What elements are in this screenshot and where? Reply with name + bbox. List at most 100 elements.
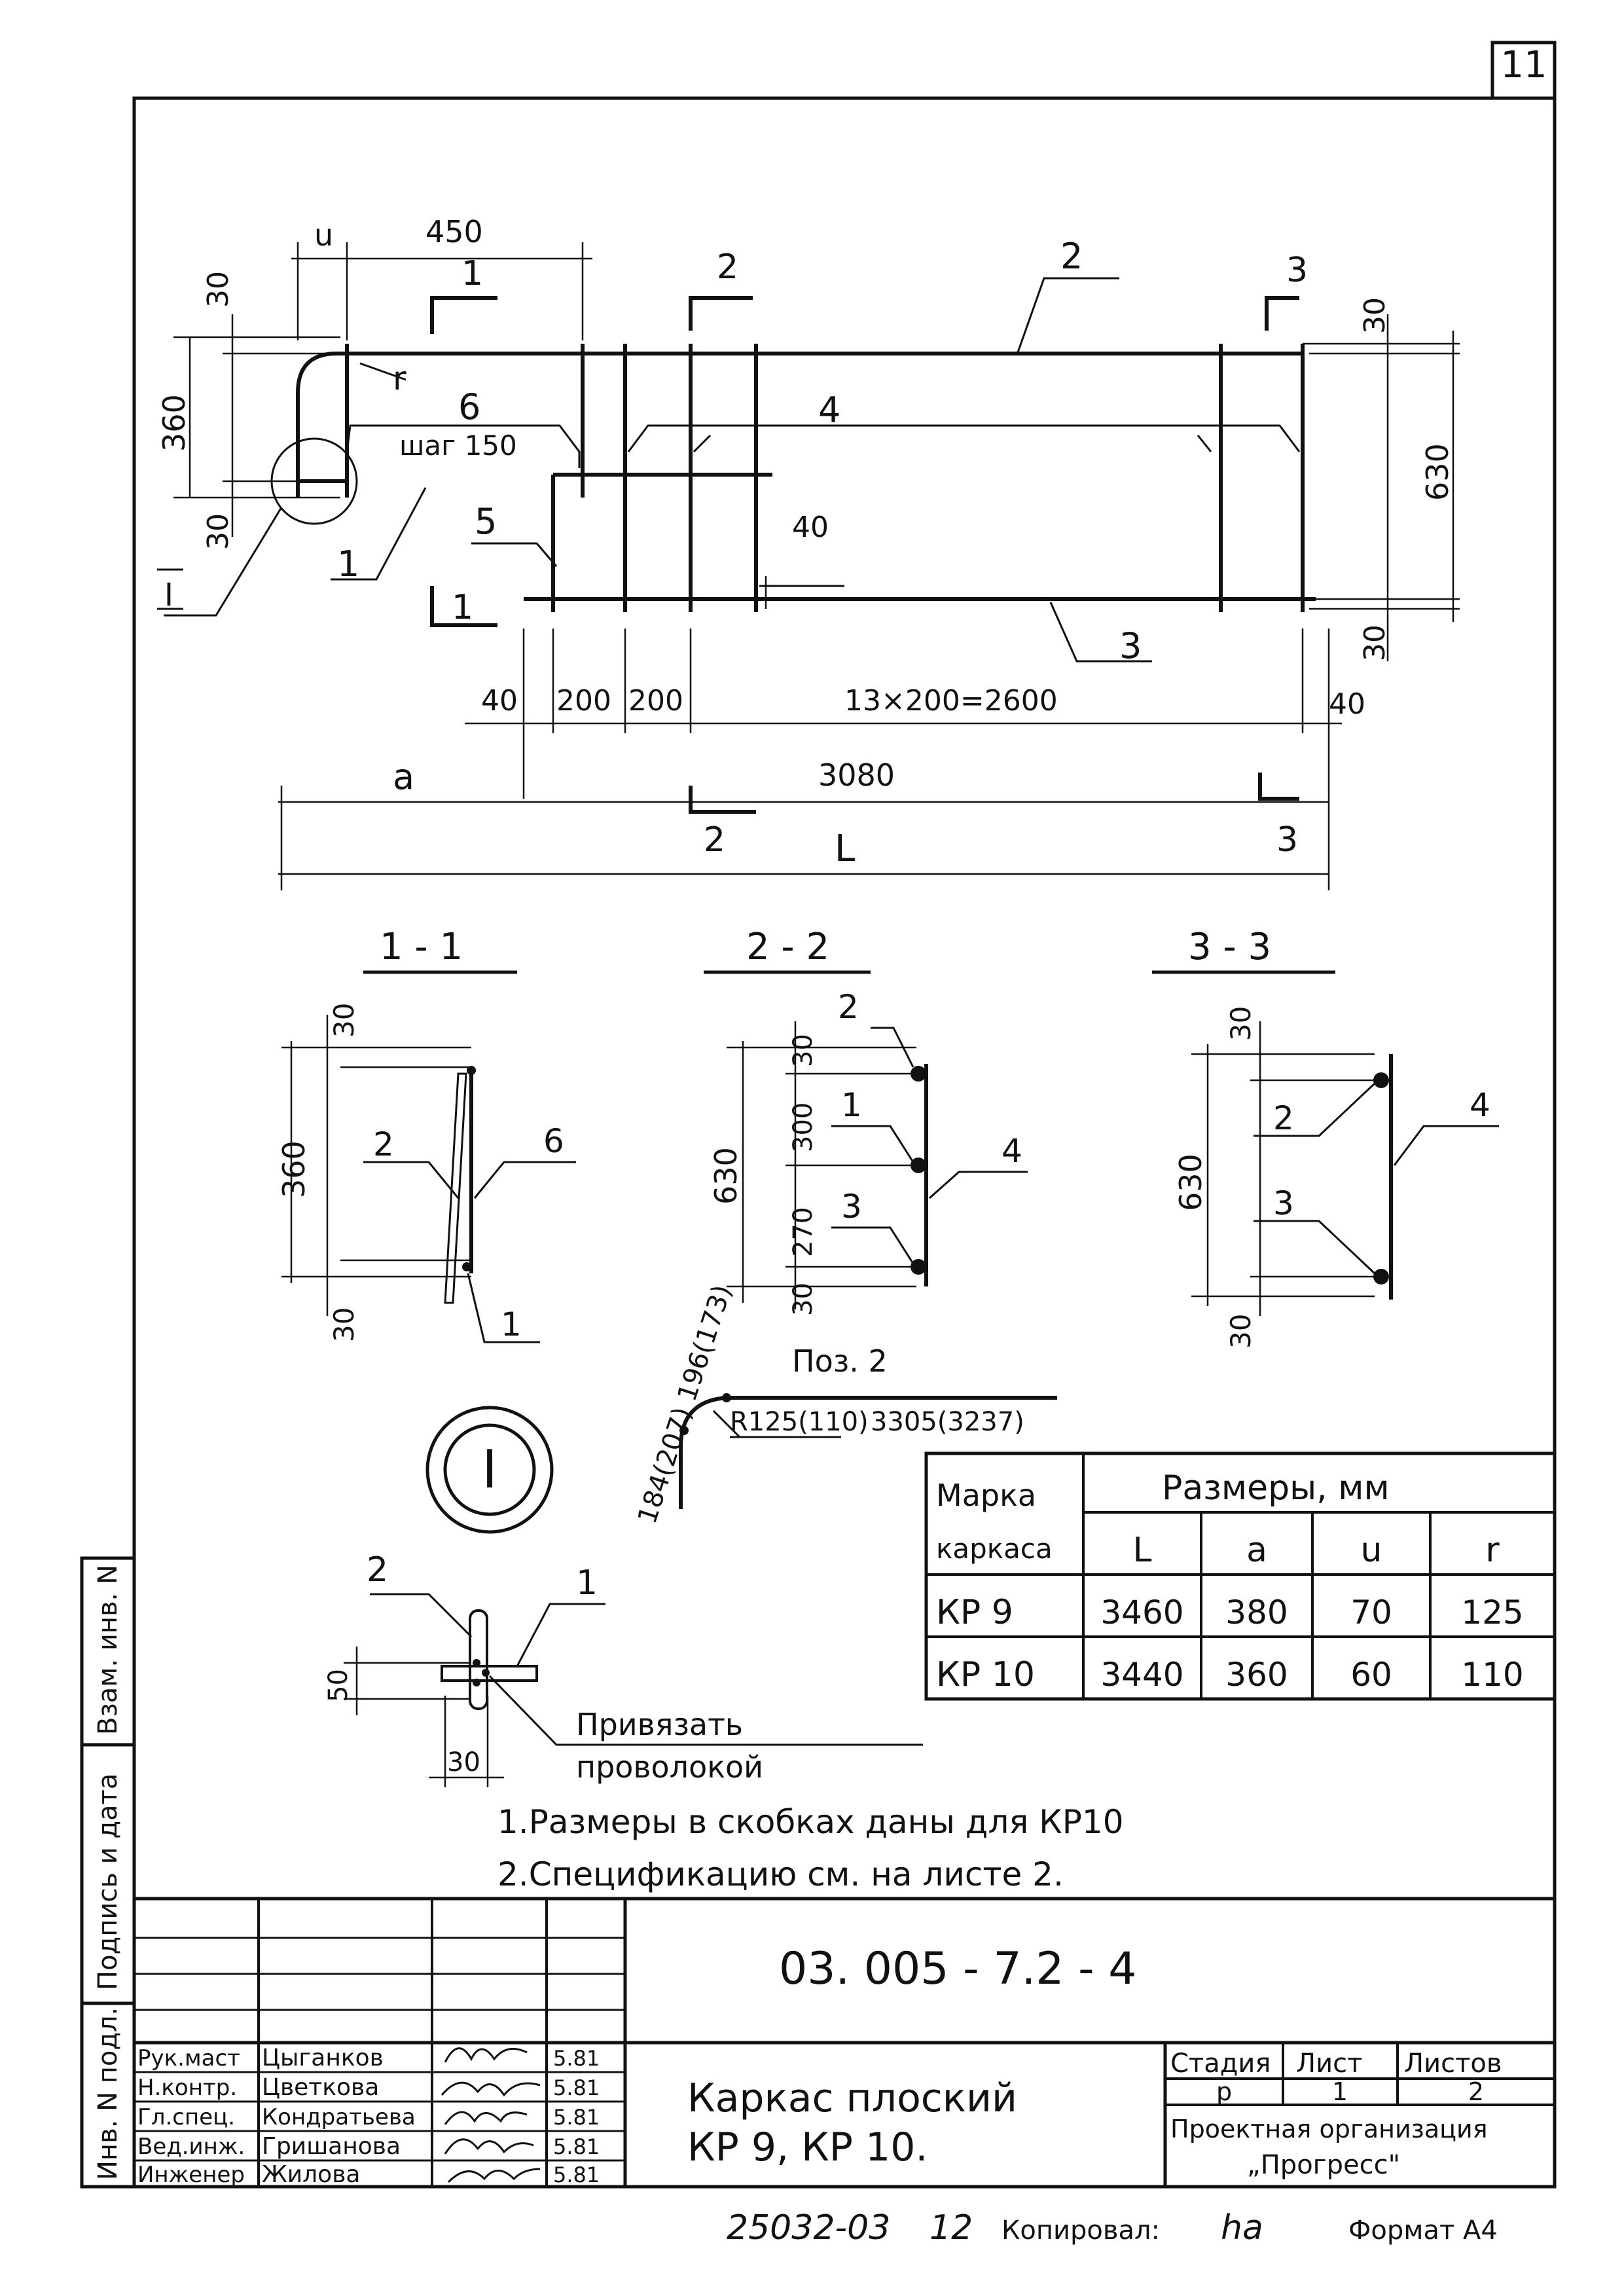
s22-dim-270: 270: [788, 1207, 818, 1257]
detail-i-outer-circle: [425, 1406, 554, 1534]
detail-i-mark: I: [164, 577, 173, 613]
signature-4: [444, 2138, 534, 2155]
person-5-name: Жилова: [262, 2161, 361, 2188]
sheets-value: 2: [1468, 2077, 1484, 2106]
s11-pos2: 2: [373, 1125, 394, 1163]
table-header-mark-a: Марка: [936, 1478, 1036, 1513]
s22-pos1: 1: [841, 1086, 862, 1124]
footer-page: 12: [929, 2208, 973, 2248]
org-line1: Проектная организация: [1170, 2115, 1488, 2143]
person-2-name: Цветкова: [262, 2074, 379, 2101]
table-subheader-a: a: [1246, 1531, 1267, 1570]
sheets-label: Листов: [1404, 2049, 1502, 2079]
title-line1: Каркас плоский: [687, 2075, 1017, 2121]
stage-label: Стадия: [1170, 2049, 1271, 2079]
detail-i-inner-circle: [443, 1423, 536, 1516]
stamp-podpis: Подпись и дата: [93, 1774, 123, 1990]
dim-200-a: 200: [556, 684, 611, 718]
table-row1-mark: КР 9: [936, 1593, 1013, 1632]
person-5-date: 5.81: [553, 2162, 600, 2187]
sheet-label: Лист: [1296, 2049, 1362, 2079]
title-block-code: 03. 005 - 7.2 - 4: [779, 1943, 1137, 1995]
section-mark-3-bottom: 3: [1276, 820, 1298, 860]
table-subheader-L: L: [1133, 1531, 1152, 1570]
footer-copier: ha: [1221, 2208, 1263, 2248]
detail-i: I 2 1 50 30 Привязать проволокой: [323, 1406, 923, 1787]
table-row2-u: 60: [1350, 1656, 1392, 1694]
label-pos5: 5: [475, 501, 497, 542]
dim-40-mid: 40: [792, 511, 829, 544]
table-subheader-u: u: [1361, 1531, 1382, 1570]
s11-dim-30a: 30: [328, 1003, 360, 1038]
section-1-1-title: 1 - 1: [380, 926, 463, 968]
person-4-date: 5.81: [553, 2134, 600, 2159]
side-stamp: Взам. инв. N Подпись и дата Инв. N подл.: [80, 1556, 134, 2189]
sheet-value: 1: [1332, 2077, 1348, 2106]
dim-30-right-top: 30: [1358, 297, 1392, 334]
pos2-length: 3305(3237): [871, 1407, 1024, 1437]
footer-doc: 25032-03: [727, 2208, 890, 2248]
person-2-role: Н.контр.: [137, 2075, 237, 2101]
label-pos6: 6: [458, 386, 480, 428]
section-mark-1-top: 1: [461, 254, 483, 293]
dim-200-b: 200: [628, 684, 683, 718]
label-r: r: [393, 359, 406, 397]
s33-pos2: 2: [1273, 1099, 1294, 1137]
dim-630: 630: [1420, 443, 1455, 501]
table-row2-mark: КР 10: [936, 1655, 1035, 1694]
person-4-name: Гришанова: [262, 2133, 401, 2160]
person-1-role: Рук.маст: [137, 2045, 240, 2071]
note-1: 1.Размеры в скобках даны для КР10: [497, 1803, 1124, 1841]
table-header-group: Размеры, мм: [1162, 1468, 1390, 1508]
stamp-inv: Инв. N подл.: [93, 2007, 123, 2180]
label-pos4: 4: [818, 390, 840, 431]
footer-copied-label: Копировал:: [1001, 2215, 1160, 2246]
stamp-vzam: Взам. инв. N: [93, 1565, 123, 1735]
section-mark-1-bottom: 1: [452, 588, 473, 627]
dim-450: 450: [425, 214, 483, 249]
title-block: 03. 005 - 7.2 - 4 Каркас плоский КР 9, К…: [134, 1897, 1555, 2188]
dim-40-right: 40: [1329, 687, 1365, 721]
section-mark-2-top: 2: [717, 247, 738, 287]
title-line2: КР 9, КР 10.: [687, 2124, 928, 2170]
person-2-date: 5.81: [553, 2075, 600, 2100]
section-3-3: 3 - 3 30 630 30 2 3 4: [1152, 926, 1499, 1349]
s33-dim-630: 630: [1173, 1154, 1208, 1211]
detail-tie-line1: Привязать: [576, 1707, 743, 1742]
section-mark-2-bottom: 2: [704, 820, 725, 860]
sheet-number: 11: [1500, 44, 1547, 86]
section-1-1: 1 - 1 30 360 30 2 6 1: [276, 926, 576, 1343]
pos2-title: Поз. 2: [792, 1343, 888, 1379]
table-row2-r: 110: [1461, 1656, 1523, 1694]
note-2: 2.Спецификацию см. на листе 2.: [497, 1855, 1064, 1893]
table-row1-r: 125: [1461, 1594, 1523, 1631]
label-step: шаг 150: [399, 429, 517, 462]
org-line2: „Прогресс": [1247, 2150, 1400, 2180]
label-pos2: 2: [1060, 236, 1083, 277]
person-1-name: Цыганков: [262, 2045, 384, 2071]
s11-pos1: 1: [501, 1305, 522, 1343]
table-row1-L: 3460: [1100, 1594, 1183, 1631]
pos2-vertical: 184(207) 196(173): [632, 1281, 738, 1527]
s11-dim-360: 360: [276, 1140, 312, 1198]
table-row1-u: 70: [1350, 1594, 1392, 1631]
dim-span: 13×200=2600: [844, 684, 1058, 718]
dim-3080: 3080: [818, 757, 895, 793]
detail-dim-50: 50: [323, 1669, 353, 1702]
label-pos3: 3: [1119, 625, 1142, 666]
dim-a: a: [393, 756, 414, 797]
signature-2: [441, 2081, 541, 2097]
person-4-role: Вед.инж.: [137, 2134, 245, 2160]
dim-360: 360: [156, 394, 192, 452]
person-1-date: 5.81: [553, 2046, 600, 2071]
s11-dim-30b: 30: [328, 1307, 360, 1342]
footer-format: Формат А4: [1348, 2215, 1498, 2246]
dim-30-left: 30: [202, 513, 235, 550]
detail-pos2: 2: [367, 1550, 388, 1590]
label-pos1: 1: [337, 543, 359, 585]
detail-i-label: I: [482, 1439, 497, 1500]
table-subheader-r: r: [1485, 1531, 1500, 1570]
s33-pos4: 4: [1470, 1086, 1490, 1124]
s22-dim-30b: 30: [788, 1283, 818, 1316]
s22-pos3: 3: [841, 1188, 862, 1226]
